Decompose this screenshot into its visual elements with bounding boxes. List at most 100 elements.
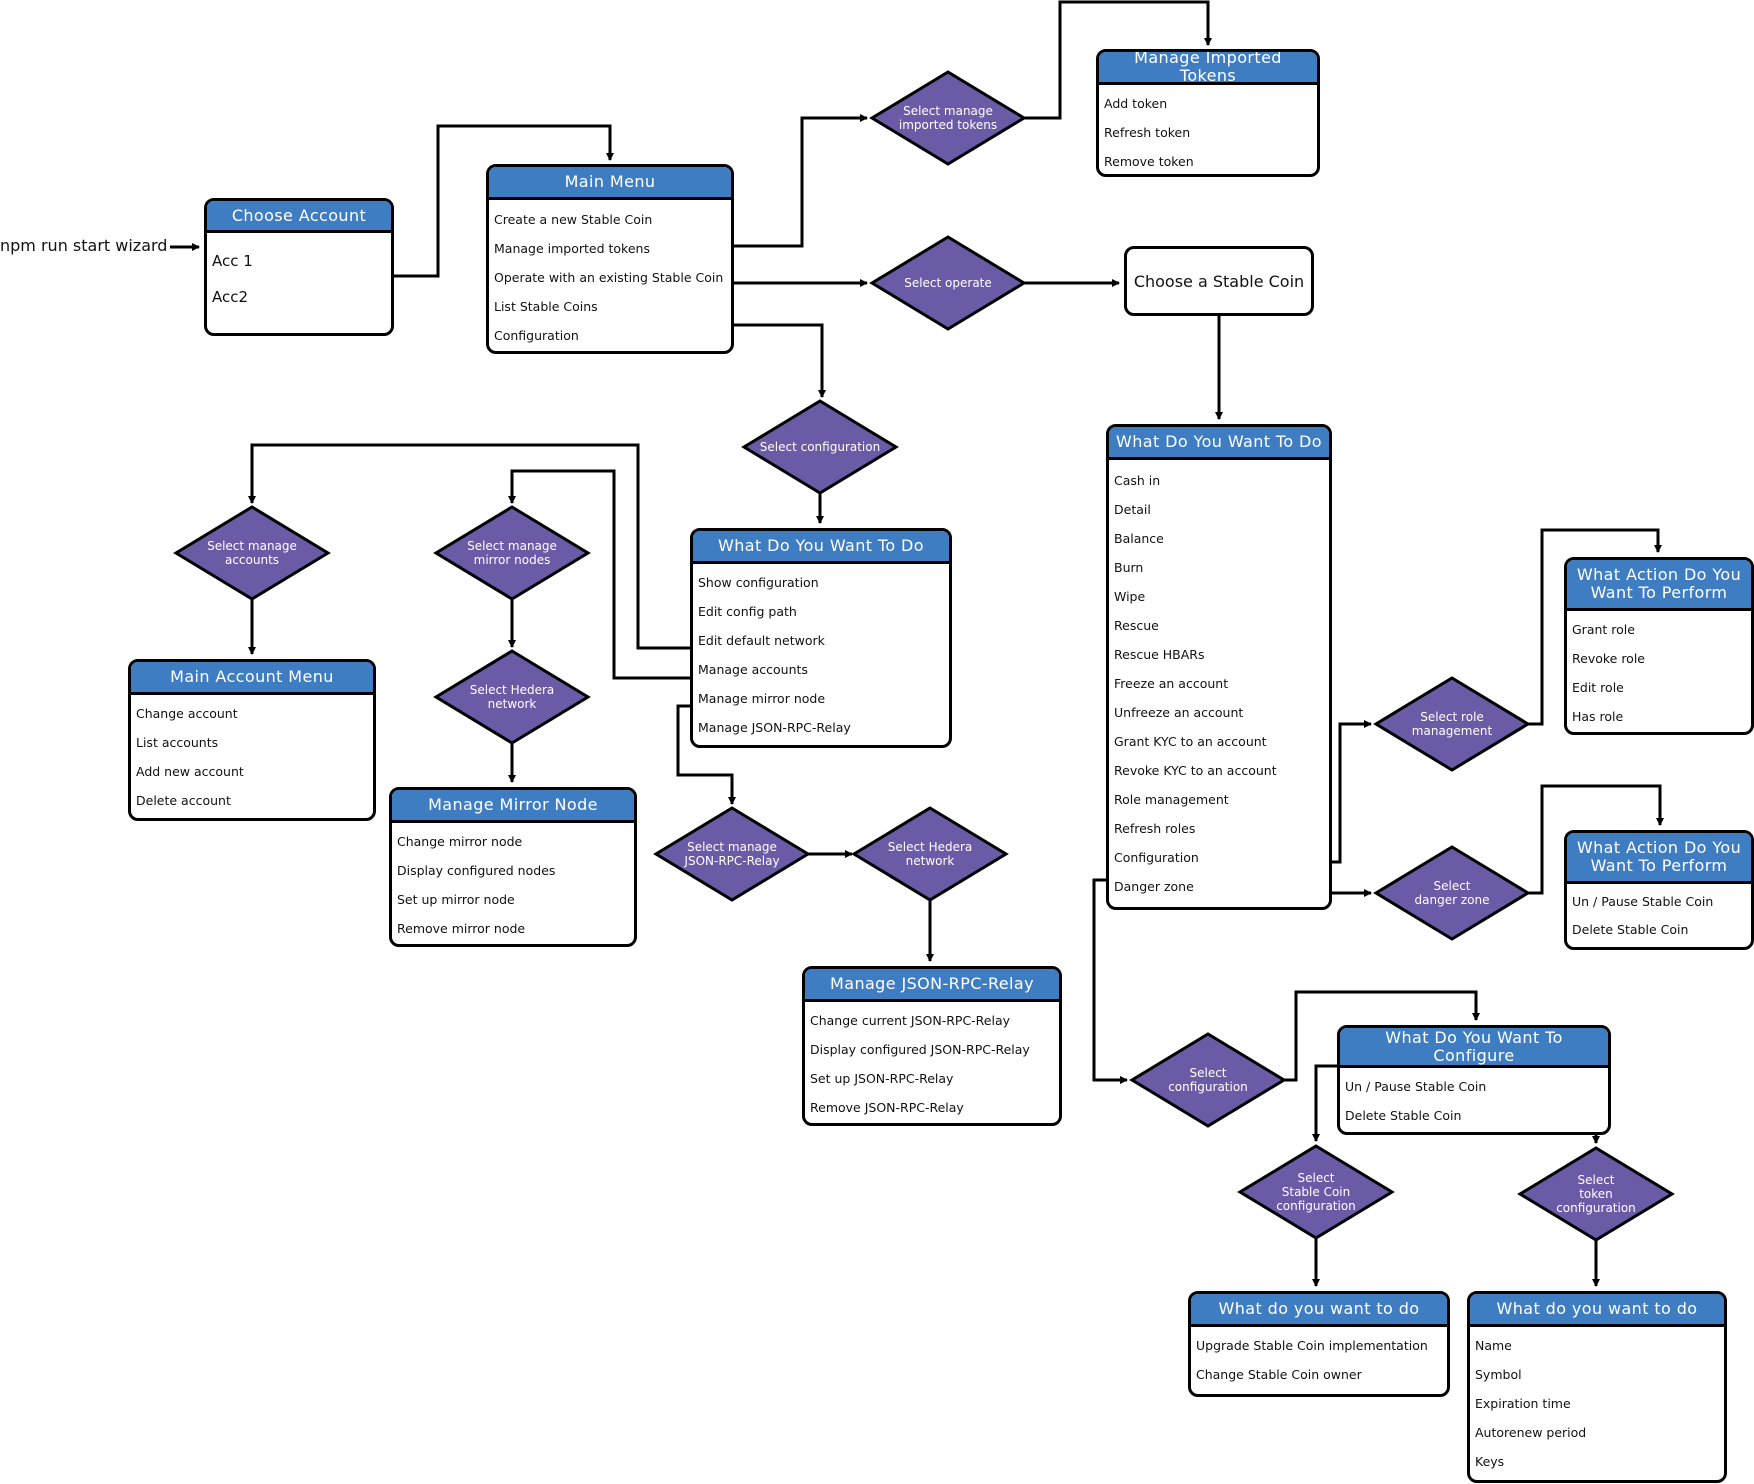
role-action-header: What Action Do You Want To Perform bbox=[1567, 560, 1751, 611]
choose-account-header: Choose Account bbox=[207, 201, 391, 233]
list-item: Delete Stable Coin bbox=[1345, 1108, 1462, 1123]
entry-command: npm run start wizard bbox=[0, 236, 168, 255]
list-item: Grant KYC to an account bbox=[1114, 734, 1267, 749]
list-item: Freeze an account bbox=[1114, 676, 1229, 691]
select-danger-zone-label: Select danger zone bbox=[1414, 879, 1490, 907]
select-manage-accounts-label: Select manage accounts bbox=[207, 539, 297, 567]
list-item: Configuration bbox=[494, 328, 579, 343]
list-item: Danger zone bbox=[1114, 879, 1194, 894]
list-item: Display configured JSON-RPC-Relay bbox=[810, 1042, 1030, 1057]
list-item: Rescue bbox=[1114, 618, 1159, 633]
list-item: Add new account bbox=[136, 764, 244, 779]
list-item: Role management bbox=[1114, 792, 1229, 807]
list-item: Remove token bbox=[1104, 154, 1194, 169]
select-operate-label: Select operate bbox=[904, 276, 992, 290]
list-item: Cash in bbox=[1114, 473, 1161, 488]
list-item: Change mirror node bbox=[397, 834, 523, 849]
list-item: Wipe bbox=[1114, 589, 1146, 604]
list-item: Display configured nodes bbox=[397, 863, 556, 878]
list-item: Unfreeze an account bbox=[1114, 705, 1244, 720]
list-item: Grant role bbox=[1572, 622, 1635, 637]
list-item: Change Stable Coin owner bbox=[1196, 1367, 1362, 1382]
list-item: Un / Pause Stable Coin bbox=[1572, 894, 1714, 909]
list-item: Burn bbox=[1114, 560, 1144, 575]
list-item: Refresh token bbox=[1104, 125, 1191, 140]
select-configuration-label: Select configuration bbox=[759, 440, 881, 454]
main-menu-header: Main Menu bbox=[489, 167, 731, 200]
select-manage-json-rpc-label: Select manage JSON-RPC-Relay bbox=[684, 840, 780, 868]
list-item: Upgrade Stable Coin implementation bbox=[1196, 1338, 1428, 1353]
choose-account-list: Acc 1 Acc2... bbox=[207, 233, 391, 336]
manage-mirror-node-header: Manage Mirror Node bbox=[392, 790, 634, 823]
config-menu-header: What Do You Want To Do bbox=[693, 531, 949, 564]
list-item: Delete Stable Coin bbox=[1572, 922, 1689, 937]
list-item: Symbol bbox=[1475, 1367, 1522, 1382]
list-item: Keys bbox=[1475, 1454, 1505, 1469]
sc-config-menu-header: What do you want to do bbox=[1191, 1294, 1447, 1327]
list-item: List accounts bbox=[136, 735, 219, 750]
list-item: Edit role bbox=[1572, 680, 1624, 695]
list-item: Manage mirror node bbox=[698, 691, 826, 706]
select-manage-mirror-label: Select manage mirror nodes bbox=[467, 539, 557, 567]
list-item: Acc2 bbox=[212, 288, 249, 306]
list-item: Show configuration bbox=[698, 575, 819, 590]
connector-arrow bbox=[734, 114, 868, 248]
danger-action-header: What Action Do You Want To Perform bbox=[1567, 833, 1751, 884]
list-item: Edit config path bbox=[698, 604, 797, 619]
connector-arrow bbox=[1092, 878, 1128, 1084]
choose-stable-coin-box: Choose a Stable Coin bbox=[1124, 246, 1314, 316]
token-config-menu-header: What do you want to do bbox=[1470, 1294, 1724, 1327]
select-role-management-label: Select role management bbox=[1411, 710, 1493, 738]
operate-menu-header: What Do You Want To Do bbox=[1109, 427, 1329, 460]
connector-arrow bbox=[508, 469, 690, 680]
list-item: Manage JSON-RPC-Relay bbox=[698, 720, 851, 735]
connector-arrow bbox=[1332, 720, 1372, 864]
list-item: Name bbox=[1475, 1338, 1512, 1353]
list-item: Change current JSON-RPC-Relay bbox=[810, 1013, 1011, 1028]
list-item: Detail bbox=[1114, 502, 1151, 517]
connector-arrow bbox=[1312, 1064, 1337, 1142]
list-item: Acc 1 bbox=[212, 252, 253, 270]
list-item: Configuration bbox=[1114, 850, 1199, 865]
list-item: Un / Pause Stable Coin bbox=[1345, 1079, 1487, 1094]
list-item: Balance bbox=[1114, 531, 1164, 546]
list-item: Create a new Stable Coin bbox=[494, 212, 653, 227]
list-item: Change account bbox=[136, 706, 238, 721]
configure-menu-header: What Do You Want To Configure bbox=[1340, 1028, 1608, 1068]
danger-action-box: What Action Do You Want To Perform Un / P… bbox=[1564, 830, 1754, 950]
list-item: Refresh roles bbox=[1114, 821, 1196, 836]
list-item: Edit default network bbox=[698, 633, 825, 648]
list-item: Remove JSON-RPC-Relay bbox=[810, 1100, 964, 1115]
select-hedera-network-2-label: Select Hedera network bbox=[887, 840, 973, 868]
select-hedera-network-1-label: Select Hedera network bbox=[469, 683, 555, 711]
manage-json-rpc-relay-header: Manage JSON-RPC-Relay bbox=[805, 969, 1059, 1002]
list-item: Expiration time bbox=[1475, 1396, 1571, 1411]
list-item: Has role bbox=[1572, 709, 1624, 724]
select-configuration-2-label: Select configuration bbox=[1168, 1066, 1248, 1094]
connector-arrow bbox=[734, 323, 826, 398]
select-token-configuration-label: Select token configuration bbox=[1556, 1173, 1636, 1215]
list-item: Revoke role bbox=[1572, 651, 1645, 666]
list-item: ... bbox=[212, 324, 227, 336]
